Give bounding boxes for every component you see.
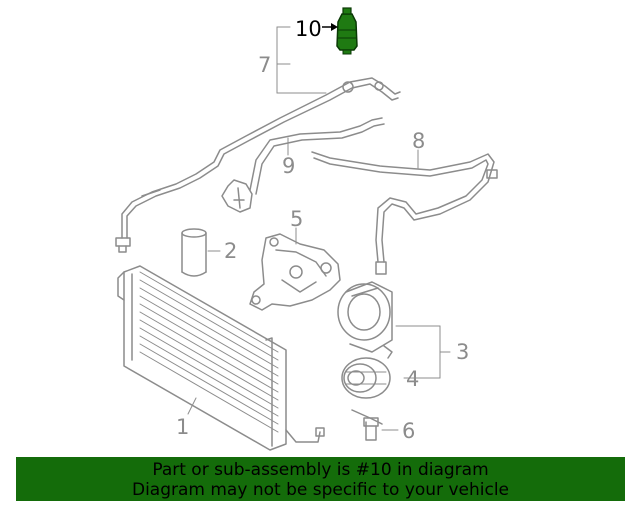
callout-1-arrow (187, 397, 197, 415)
banner-line-1: Part or sub-assembly is #10 in diagram (152, 460, 489, 480)
part-6-sensor (351, 409, 383, 441)
callout-8-label: 8 (412, 129, 425, 153)
callout-2-label: 2 (224, 239, 237, 263)
callout-9-label: 9 (282, 154, 295, 178)
callout-6-label: 6 (402, 419, 415, 443)
part-1-condenser (117, 265, 325, 451)
part-3-compressor (337, 281, 393, 359)
callout-10-label: 10 (295, 17, 322, 41)
part-2-accumulator (181, 228, 207, 277)
callout-7-label: 7 (258, 53, 271, 77)
banner-line-2: Diagram may not be specific to your vehi… (131, 480, 509, 500)
part-5-bracket (249, 233, 341, 311)
callout-3-bracket (395, 325, 451, 379)
part-4-clutch (341, 357, 391, 399)
part-9-hose (221, 117, 385, 213)
callout-7-bracket (276, 26, 327, 94)
callout-3-label: 3 (456, 340, 469, 364)
part-8-line (311, 151, 498, 275)
callout-1-label: 1 (176, 415, 189, 439)
callout-10-arrow (322, 23, 338, 31)
part-7-hose (115, 77, 401, 253)
part-10-highlighted[interactable] (336, 7, 358, 55)
callout-4-label: 4 (406, 367, 419, 391)
callout-5-label: 5 (290, 207, 303, 231)
info-banner: Part or sub-assembly is #10 in diagram D… (16, 457, 625, 501)
